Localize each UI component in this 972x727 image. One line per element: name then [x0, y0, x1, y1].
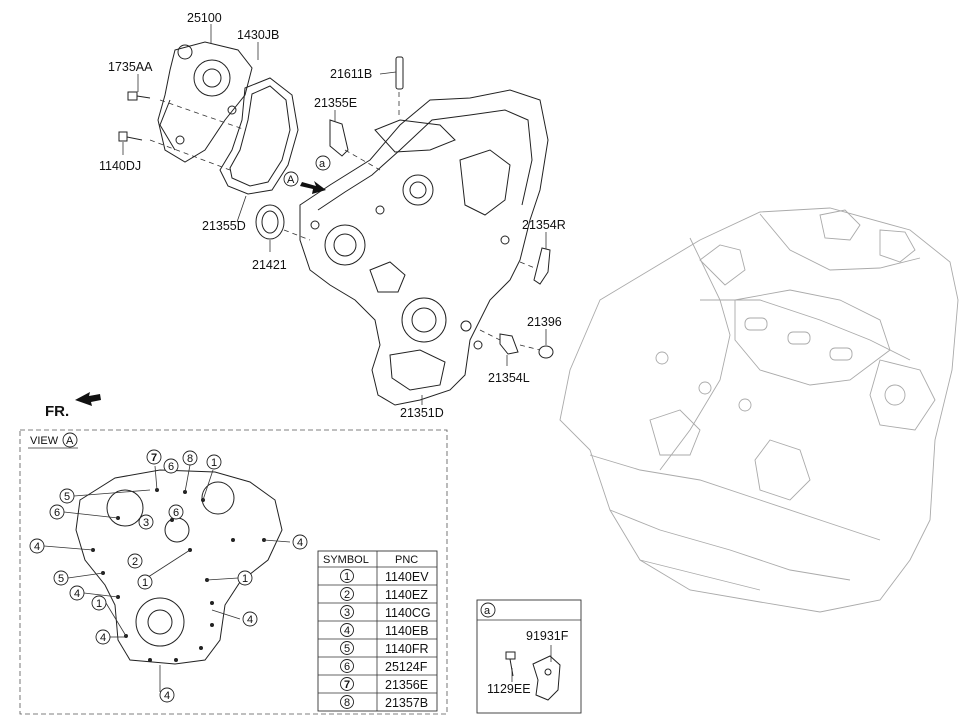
detail-title: a: [484, 605, 491, 617]
bolt-1140dj-drawing: [118, 131, 143, 142]
detail-a-box: a 91931F 1129EE: [476, 599, 582, 714]
dowel-pin-21611b-drawing: [395, 56, 404, 118]
symbol-4e: 4: [297, 537, 303, 549]
front-indicator: FR.: [45, 392, 101, 420]
bolt-1735aa-drawing: [127, 91, 151, 101]
table-symbol: 8: [344, 697, 350, 709]
table-pnc: 25124F: [385, 660, 428, 674]
detail-part-91931f: 91931F: [526, 629, 569, 643]
table-pnc: 1140EV: [385, 570, 429, 584]
table-symbol: 6: [344, 661, 350, 673]
table-symbol: 2: [344, 589, 350, 601]
svg-text:A: A: [287, 174, 295, 186]
callout-21355d: 21355D: [202, 219, 246, 233]
callout-1735aa: 1735AA: [108, 60, 153, 74]
callout-21396: 21396: [527, 315, 562, 329]
symbol-8: 8: [187, 453, 193, 465]
table-symbol: 7: [344, 679, 350, 691]
front-label: FR.: [45, 403, 69, 420]
callout-21421: 21421: [252, 258, 287, 272]
leader-lines: [122, 24, 547, 405]
callout-1140dj: 1140DJ: [99, 159, 141, 173]
symbol-6b: 6: [54, 507, 60, 519]
table-pnc: 1140CG: [385, 606, 431, 620]
table-header-pnc: PNC: [395, 554, 418, 566]
table-pnc: 1140FR: [385, 642, 429, 656]
view-a-box: VIEW A: [19, 429, 448, 715]
gasket-21354l-drawing: [499, 333, 519, 355]
table-pnc: 21356E: [385, 678, 428, 692]
gasket-21355d-drawing: [219, 77, 299, 195]
table-symbol: 5: [344, 643, 350, 655]
symbol-1b: 1: [142, 577, 148, 589]
symbol-1c: 1: [96, 598, 102, 610]
oil-seal-21421-drawing: [255, 204, 285, 240]
callout-25100: 25100: [187, 11, 222, 25]
timing-cover-drawing: [299, 89, 549, 406]
svg-text:a: a: [319, 158, 326, 170]
callout-1430jb: 1430JB: [237, 28, 279, 42]
symbol-5b: 5: [58, 573, 64, 585]
gasket-21354r-drawing: [533, 247, 551, 285]
callout-21354l: 21354L: [488, 371, 530, 385]
callout-21355e: 21355E: [314, 96, 357, 110]
table-pnc: 21357B: [385, 696, 428, 710]
symbol-1: 1: [211, 457, 217, 469]
o-ring-21396-drawing: [538, 345, 554, 359]
symbol-2: 2: [132, 556, 138, 568]
symbol-6c: 6: [173, 507, 179, 519]
table-pnc: 1140EZ: [385, 588, 428, 602]
symbol-4c: 4: [100, 632, 106, 644]
symbol-4f: 4: [247, 614, 253, 626]
view-title: VIEW: [30, 435, 59, 447]
symbol-6a: 6: [168, 461, 174, 473]
table-pnc: 1140EB: [385, 624, 429, 638]
view-title-ref: A: [66, 435, 74, 447]
table-symbol: 1: [344, 571, 350, 583]
symbol-4b: 4: [74, 588, 80, 600]
water-pump-drawing: [157, 41, 253, 163]
callout-21354r: 21354R: [522, 218, 566, 232]
symbol-table: SYMBOL PNC 1 1140EV 2 1140EZ 3 1140CG 4 …: [317, 550, 438, 712]
gasket-21355e-drawing: [329, 119, 349, 157]
table-symbol: 3: [344, 607, 350, 619]
detail-part-1129ee: 1129EE: [487, 682, 531, 696]
symbol-5a: 5: [64, 491, 70, 503]
ref-a-marker: a: [315, 155, 331, 171]
symbol-1d: 1: [242, 573, 248, 585]
symbol-4d: 4: [164, 690, 170, 702]
symbol-4a: 4: [34, 541, 40, 553]
symbol-7: 7: [151, 452, 157, 464]
table-symbol: 4: [344, 625, 350, 637]
view-a-marker: A: [283, 171, 326, 194]
table-header-symbol: SYMBOL: [323, 554, 369, 566]
callout-21611b: 21611B: [330, 67, 372, 81]
front-arrow-icon: [75, 392, 101, 406]
symbol-3: 3: [143, 517, 149, 529]
callout-21351d: 21351D: [400, 406, 444, 420]
engine-assembly-drawing: [559, 207, 959, 613]
view-symbols: 1 7 8 6 5 6 6 3 4 2 5 1 4 1 4 4 4 1 4: [29, 449, 308, 703]
